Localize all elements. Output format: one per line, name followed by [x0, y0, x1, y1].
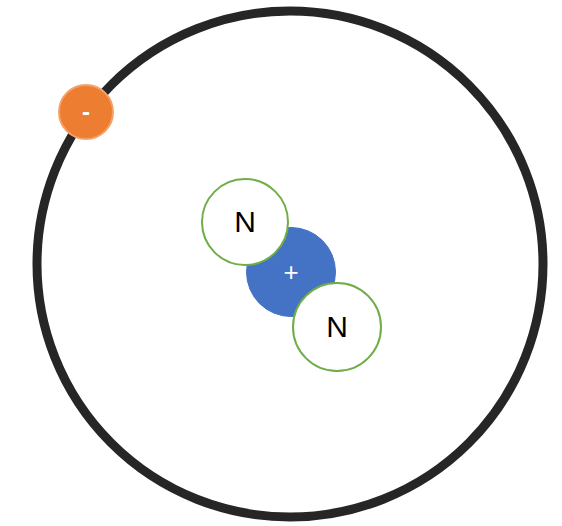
particle-symbol: -	[82, 100, 90, 124]
electron-circle: -	[58, 84, 114, 140]
particle-symbol: N	[234, 207, 256, 237]
neutron-circle: N	[292, 282, 382, 372]
neutron-circle: N	[201, 178, 289, 266]
neutron-circle-shape	[202, 179, 288, 265]
neutron-circle-shape	[293, 283, 381, 371]
electron-circle-shape	[59, 85, 113, 139]
orbit-ring	[37, 11, 543, 517]
particle-symbol: +	[283, 259, 298, 285]
particle-symbol: N	[326, 312, 348, 342]
